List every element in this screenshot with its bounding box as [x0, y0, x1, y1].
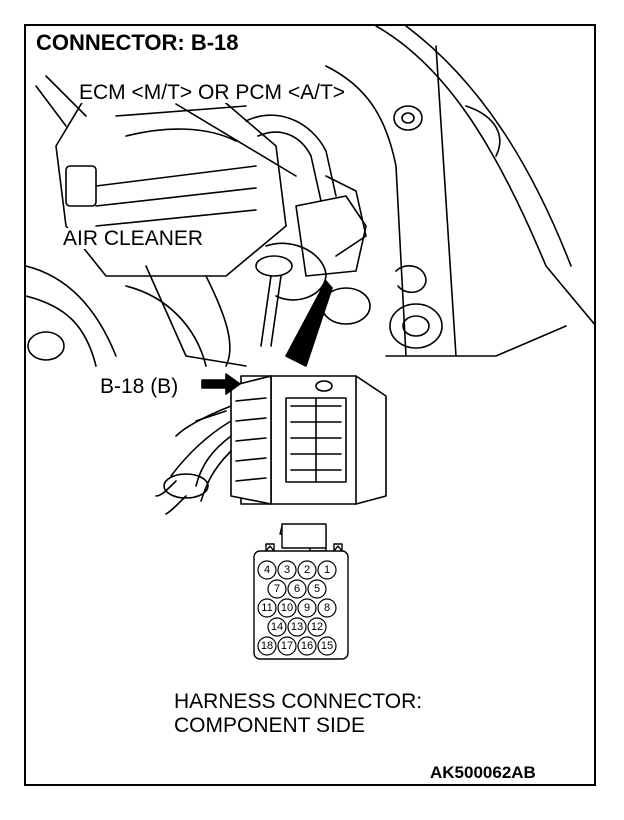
diagram-frame: 4 3 2 1 7 6 5 11 10 9 8 14 13 12 18 17 1… [24, 24, 596, 786]
pin-label: 3 [284, 564, 290, 576]
pin-label: 15 [321, 640, 333, 652]
pin-label: 1 [324, 564, 330, 576]
pin-label: 11 [261, 602, 272, 614]
connector-pinout: 4 3 2 1 7 6 5 11 10 9 8 14 13 12 18 17 1… [257, 560, 337, 656]
pin-3 [277, 560, 297, 580]
pin-4 [257, 560, 277, 580]
pin-label: 12 [311, 621, 323, 633]
pin-label: 4 [264, 564, 270, 576]
pin-10 [277, 598, 297, 618]
pin-5 [307, 579, 327, 599]
pin-label: 14 [271, 621, 283, 633]
pin-9 [297, 598, 317, 618]
pin-label: 5 [314, 583, 320, 595]
harness-caption: HARNESS CONNECTOR: COMPONENT SIDE [174, 690, 422, 738]
diagram-title: CONNECTOR: B-18 [36, 32, 243, 54]
pin-15 [317, 636, 337, 656]
harness-caption-line2: COMPONENT SIDE [174, 714, 365, 737]
pin-label: 2 [304, 564, 310, 576]
pin-label: 10 [281, 602, 293, 614]
pin-12 [307, 617, 327, 637]
pin-label: 18 [261, 640, 273, 652]
pin-18 [257, 636, 277, 656]
air-cleaner-label: AIR CLEANER [60, 228, 207, 249]
pin-label: 7 [274, 583, 280, 595]
pin-label: 16 [301, 640, 313, 652]
pin-label: 17 [281, 640, 293, 652]
pin-6 [287, 579, 307, 599]
pin-13 [287, 617, 307, 637]
pin-16 [297, 636, 317, 656]
figure-code: AK500062AB [430, 763, 536, 782]
pin-14 [267, 617, 287, 637]
ecm-pcm-label: ECM <M/T> OR PCM <A/T> [76, 82, 349, 103]
pin-8 [317, 598, 337, 618]
pin-7 [267, 579, 287, 599]
pin-17 [277, 636, 297, 656]
pin-label: 6 [294, 583, 300, 595]
pin-label: 13 [291, 621, 303, 633]
pin-label: 9 [304, 602, 310, 614]
harness-caption-line1: HARNESS CONNECTOR: [174, 690, 423, 713]
pin-label: 8 [324, 602, 330, 614]
pin-1 [317, 560, 337, 580]
pin-11 [257, 598, 277, 618]
pin-2 [297, 560, 317, 580]
connector-ref-label: B-18 (B) [100, 375, 179, 398]
